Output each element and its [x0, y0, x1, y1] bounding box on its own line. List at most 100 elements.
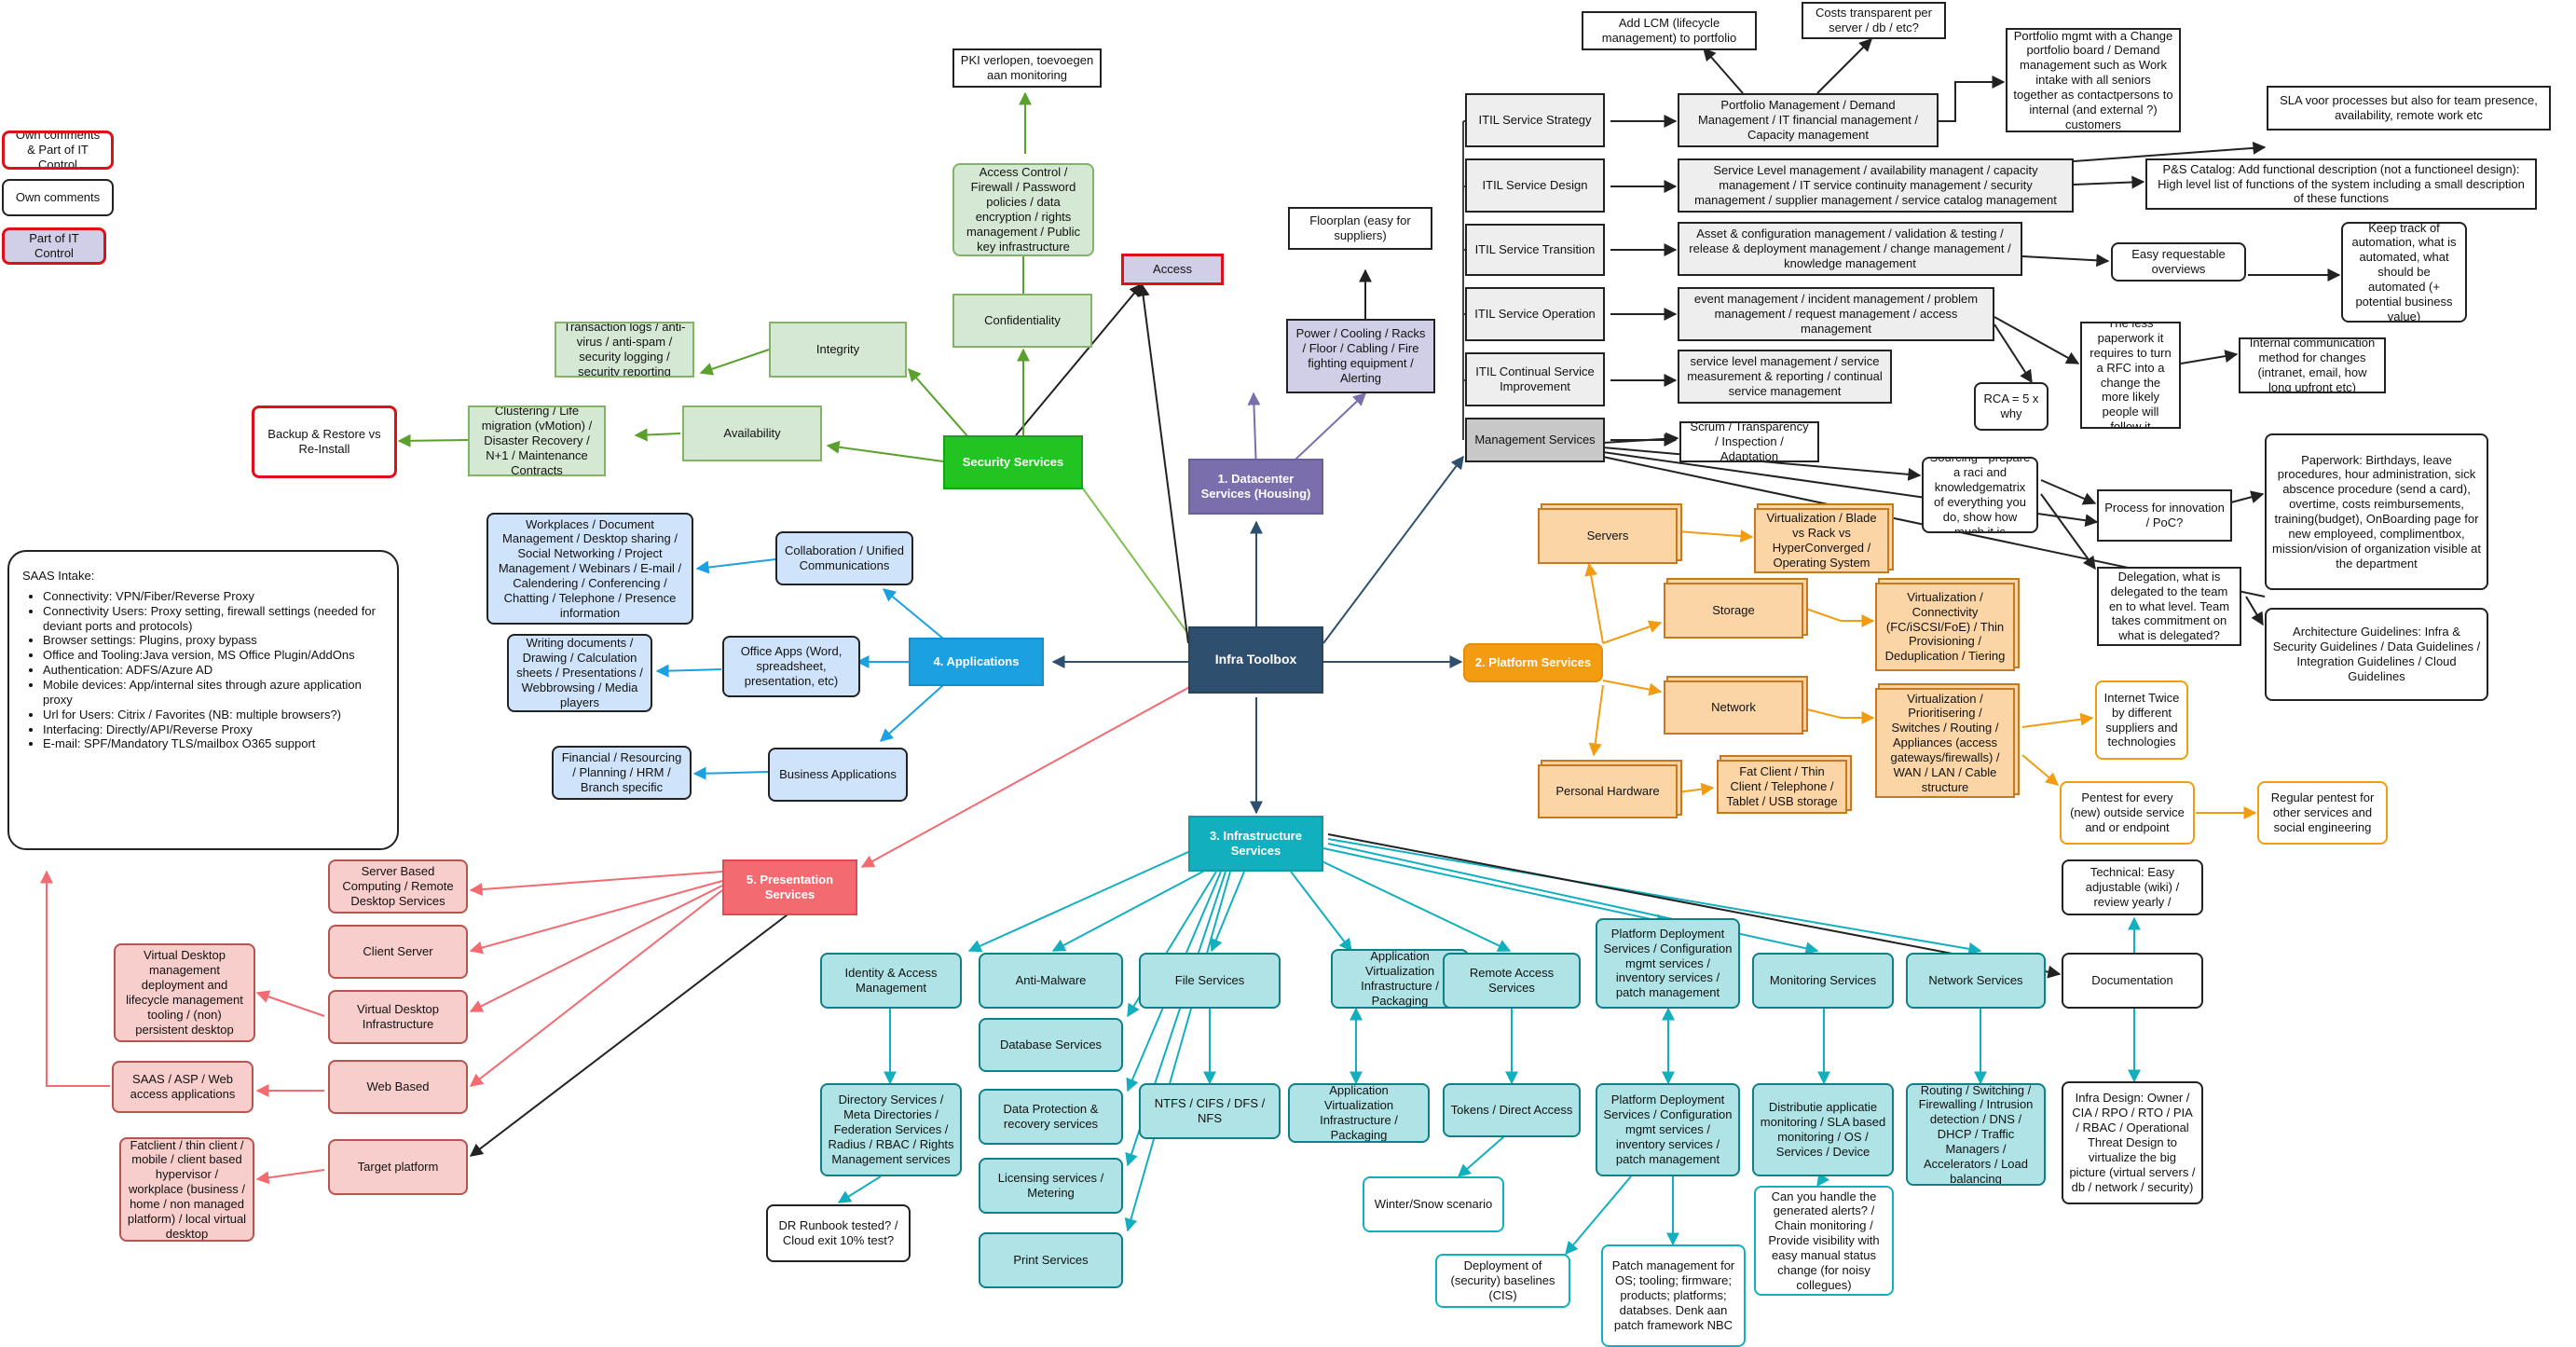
datacenter-power-cooling[interactable]: Power / Cooling / Racks / Floor / Cablin…: [1286, 319, 1435, 393]
presentation-services[interactable]: 5. Presentation Services: [722, 859, 857, 915]
paperwork-hr-note: Paperwork: Birthdays, leave procedures, …: [2265, 433, 2488, 590]
portfolio-board-note: Portfolio mgmt with a Change portfolio b…: [2006, 28, 2181, 132]
infra-design-note: Infra Design: Owner / CIA / RPO / RTO / …: [2062, 1081, 2203, 1204]
saas-intake-note: SAAS Intake: Connectivity: VPN/Fiber/Rev…: [7, 550, 399, 850]
platform-network[interactable]: Network: [1664, 680, 1803, 735]
delegation-note: Delegation, what is delegated to the tea…: [2097, 567, 2241, 646]
identity-access-management[interactable]: Identity & Access Management: [820, 953, 962, 1009]
ps-catalog-note: P&S Catalog: Add functional description …: [2145, 158, 2537, 210]
client-server[interactable]: Client Server: [328, 925, 468, 979]
winter-snow-note: Winter/Snow scenario: [1363, 1176, 1504, 1232]
automation-note: Keep track of automation, what is automa…: [2341, 222, 2467, 323]
monitoring-services[interactable]: Monitoring Services: [1752, 953, 1894, 1009]
appvirt-detail[interactable]: Application Virtualization Infrastructur…: [1288, 1083, 1430, 1143]
personal-hardware[interactable]: Personal Hardware: [1538, 764, 1678, 818]
legend-part-of-it-control: Part of IT Control: [2, 227, 106, 265]
documentation[interactable]: Documentation: [2062, 953, 2203, 1009]
security-services[interactable]: Security Services: [943, 435, 1083, 489]
server-based-computing[interactable]: Server Based Computing / Remote Desktop …: [328, 859, 468, 914]
infrastructure-services[interactable]: 3. Infrastructure Services: [1188, 816, 1323, 872]
itil-service-transition[interactable]: ITIL Service Transition: [1465, 224, 1605, 276]
floorplan-note: Floorplan (easy for suppliers): [1288, 207, 1432, 250]
itil-service-strategy[interactable]: ITIL Service Strategy: [1465, 93, 1605, 147]
virtualization-network[interactable]: Virtualization / Prioritisering / Switch…: [1875, 688, 2015, 798]
sla-note: SLA voor processes but also for team pre…: [2267, 86, 2551, 131]
file-detail[interactable]: NTFS / CIFS / DFS / NFS: [1139, 1083, 1281, 1139]
legend-own-comments-it-control: Own comments & Part of IT Control: [2, 131, 114, 170]
rfc-paperwork-note: The less paperwork it requires to turn a…: [2080, 322, 2181, 429]
saas-intake-item: Browser settings: Plugins, proxy bypass: [43, 633, 384, 648]
datacenter-services[interactable]: 1. Datacenter Services (Housing): [1188, 459, 1323, 515]
business-apps[interactable]: Business Applications: [768, 748, 908, 802]
virtualization-servers[interactable]: Virtualization / Blade vs Rack vs HyperC…: [1754, 508, 1889, 573]
tokens-direct-access[interactable]: Tokens / Direct Access: [1443, 1083, 1581, 1137]
iam-detail[interactable]: Directory Services / Meta Directories / …: [820, 1083, 962, 1176]
integrity[interactable]: Integrity: [769, 322, 907, 378]
pentest-note: Pentest for every (new) outside service …: [2060, 781, 2195, 845]
monitoring-detail[interactable]: Distributie applicatie monitoring / SLA …: [1752, 1083, 1894, 1176]
saas-intake-item: Url for Users: Citrix / Favorites (NB: m…: [43, 708, 384, 722]
saas-intake-item: Office and Tooling:Java version, MS Offi…: [43, 648, 384, 663]
confidentiality[interactable]: Confidentiality: [952, 294, 1092, 348]
platform-services[interactable]: 2. Platform Services: [1463, 643, 1603, 682]
remote-access-services[interactable]: Remote Access Services: [1443, 953, 1581, 1009]
platform-servers[interactable]: Servers: [1538, 508, 1678, 564]
regular-pentest-note: Regular pentest for other services and s…: [2257, 781, 2388, 845]
transition-detail[interactable]: Asset & configuration management / valid…: [1678, 222, 2022, 276]
business-detail[interactable]: Financial / Resourcing / Planning / HRM …: [552, 746, 692, 800]
office-apps[interactable]: Office Apps (Word, spreadsheet, presenta…: [722, 636, 860, 697]
file-services[interactable]: File Services: [1139, 953, 1281, 1009]
data-protection[interactable]: Data Protection & recovery services: [979, 1089, 1123, 1145]
network-detail[interactable]: Routing / Switching / Firewalling / Intr…: [1906, 1083, 2046, 1186]
saas-intake-item: Connectivity Users: Proxy setting, firew…: [43, 604, 384, 634]
saas-intake-title: SAAS Intake:: [22, 569, 95, 583]
management-services[interactable]: Management Services: [1465, 418, 1605, 462]
saas-intake-list: Connectivity: VPN/Fiber/Reverse ProxyCon…: [22, 589, 384, 751]
web-based[interactable]: Web Based: [328, 1060, 468, 1114]
saas-asp-web[interactable]: SAAS / ASP / Web access applications: [112, 1061, 253, 1113]
itil-continual-improvement[interactable]: ITIL Continual Service Improvement: [1465, 352, 1605, 406]
alerts-handling-note: Can you handle the generated alerts? / C…: [1754, 1186, 1894, 1296]
anti-malware[interactable]: Anti-Malware: [979, 953, 1123, 1009]
platform-deployment[interactable]: Platform Deployment Services / Configura…: [1596, 918, 1740, 1009]
print-services[interactable]: Print Services: [979, 1232, 1123, 1288]
availability-detail[interactable]: Clustering / Life migration (vMotion) / …: [468, 405, 606, 476]
database-services[interactable]: Database Services: [979, 1018, 1123, 1072]
applications[interactable]: 4. Applications: [909, 638, 1044, 686]
easy-requestable-note: Easy requestable overviews: [2111, 242, 2246, 282]
costs-transparent-note: Costs transparent per server / db / etc?: [1802, 2, 1946, 39]
portfolio-management[interactable]: Portfolio Management / Demand Management…: [1678, 93, 1939, 147]
improvement-detail[interactable]: service level management / service measu…: [1678, 350, 1892, 404]
saas-intake-item: Interfacing: Directly/API/Reverse Proxy: [43, 722, 384, 737]
itil-service-operation[interactable]: ITIL Service Operation: [1465, 287, 1605, 341]
deployment-detail[interactable]: Platform Deployment Services / Configura…: [1596, 1083, 1740, 1176]
operation-detail[interactable]: event management / incident management /…: [1678, 287, 1994, 341]
integrity-detail[interactable]: Transaction logs / anti-virus / anti-spa…: [555, 322, 694, 378]
fatclient-detail[interactable]: Fatclient / thin client / mobile / clien…: [119, 1137, 254, 1242]
platform-storage[interactable]: Storage: [1664, 583, 1803, 639]
itil-service-design[interactable]: ITIL Service Design: [1465, 158, 1605, 213]
add-lcm-note: Add LCM (lifecycle management) to portfo…: [1582, 11, 1757, 50]
fat-client-devices[interactable]: Fat Client / Thin Client / Telephone / T…: [1717, 760, 1847, 814]
virtualization-storage[interactable]: Virtualization / Connectivity (FC/iSCSI/…: [1875, 583, 2015, 671]
hub-infra-toolbox[interactable]: Infra Toolbox: [1188, 626, 1323, 694]
target-platform[interactable]: Target platform: [328, 1139, 468, 1195]
cis-baselines-note: Deployment of (security) baselines (CIS): [1435, 1254, 1570, 1308]
access-control[interactable]: Access Control / Firewall / Password pol…: [952, 163, 1094, 256]
vdi-detail[interactable]: Virtual Desktop management deployment an…: [114, 943, 255, 1042]
licensing-services[interactable]: Licensing services / Metering: [979, 1158, 1123, 1214]
service-level-management[interactable]: Service Level management / availability …: [1678, 158, 2074, 213]
internet-twice-note: Internet Twice by different suppliers an…: [2095, 680, 2188, 760]
saas-intake-item: E-mail: SPF/Mandatory TLS/mailbox O365 s…: [43, 736, 384, 751]
network-services[interactable]: Network Services: [1906, 953, 2046, 1009]
virtual-desktop-infrastructure[interactable]: Virtual Desktop Infrastructure: [328, 990, 468, 1044]
collaboration-detail[interactable]: Workplaces / Document Management / Deskt…: [486, 513, 693, 625]
dr-runbook-note: DR Runbook tested? / Cloud exit 10% test…: [766, 1204, 911, 1262]
collaboration-uc[interactable]: Collaboration / Unified Communications: [775, 531, 913, 585]
architecture-guidelines-note: Architecture Guidelines: Infra & Securit…: [2265, 608, 2488, 701]
access-node[interactable]: Access: [1121, 254, 1224, 285]
office-detail[interactable]: Writing documents / Drawing / Calculatio…: [507, 634, 652, 712]
availability[interactable]: Availability: [682, 405, 822, 461]
sourcing-note: Sourcing - prepare a raci and knowledgem…: [1922, 457, 2038, 533]
